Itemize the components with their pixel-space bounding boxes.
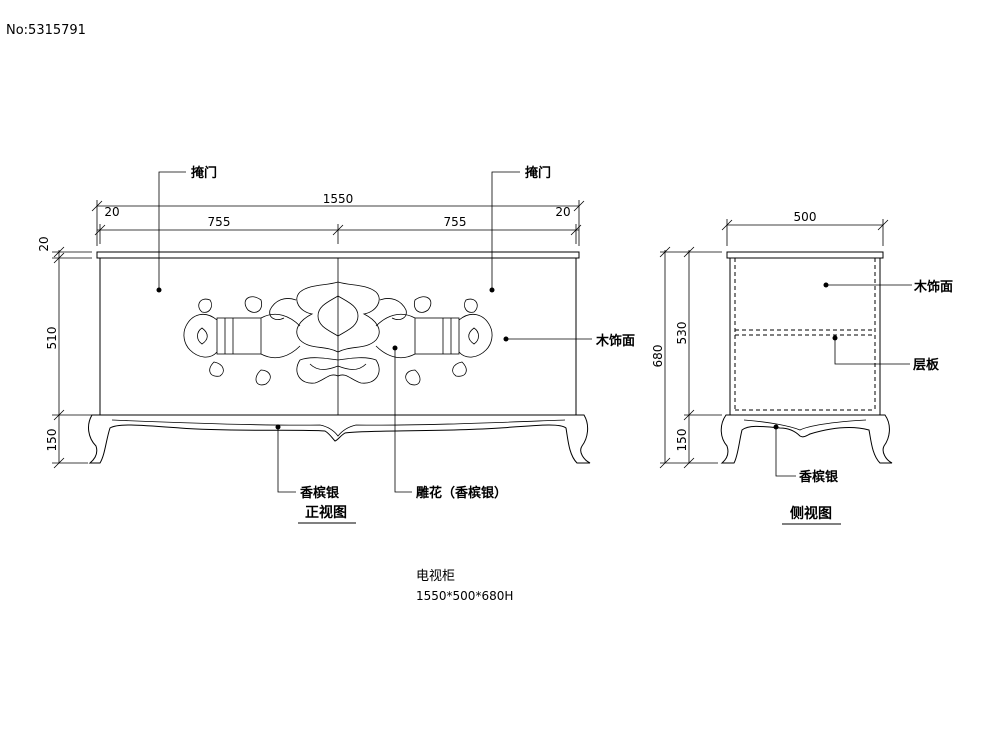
dim-leg-height: 150 — [45, 429, 59, 452]
front-view-title: 正视图 — [305, 504, 347, 521]
label-carving: 雕花（香槟银） — [416, 485, 507, 501]
label-side-wood-surface: 木饰面 — [913, 279, 953, 295]
side-base-skirt — [720, 414, 893, 464]
dim-top-thickness: 20 — [37, 236, 51, 251]
dim-door-right: 755 — [444, 215, 467, 229]
front-base-skirt — [88, 414, 591, 464]
caption-name: 电视柜 — [416, 569, 455, 584]
side-view-title: 侧视图 — [790, 505, 832, 522]
dim-side-depth: 500 — [794, 210, 817, 224]
front-view: 1550 20 20 755 755 20 510 150 掩门 掩门 — [37, 165, 635, 524]
label-door-right: 掩门 — [525, 165, 551, 181]
dim-right-margin: 20 — [555, 205, 570, 219]
label-side-base: 香槟银 — [798, 469, 839, 485]
label-door-left: 掩门 — [191, 165, 217, 181]
dim-overall-width: 1550 — [323, 192, 354, 206]
label-shelf: 层板 — [913, 357, 940, 373]
dim-side-overall-height: 680 — [651, 345, 665, 368]
caption-size: 1550*500*680H — [416, 589, 513, 603]
label-front-base: 香槟银 — [299, 485, 340, 501]
side-top-board — [726, 251, 884, 259]
dim-door-left: 755 — [208, 215, 231, 229]
side-body — [729, 257, 881, 416]
front-top-board — [96, 251, 580, 259]
carving-ornament — [183, 281, 493, 386]
dim-side-leg-height: 150 — [675, 429, 689, 452]
front-base-inner — [111, 419, 566, 437]
label-front-wood-surface: 木饰面 — [595, 333, 635, 349]
dim-left-margin: 20 — [104, 205, 119, 219]
dim-side-body-height: 530 — [675, 322, 689, 345]
side-view: 500 680 530 150 木饰面 层板 香槟银 侧视图 — [651, 210, 953, 525]
image-number: No:5315791 — [6, 23, 86, 38]
dim-body-height: 510 — [45, 327, 59, 350]
